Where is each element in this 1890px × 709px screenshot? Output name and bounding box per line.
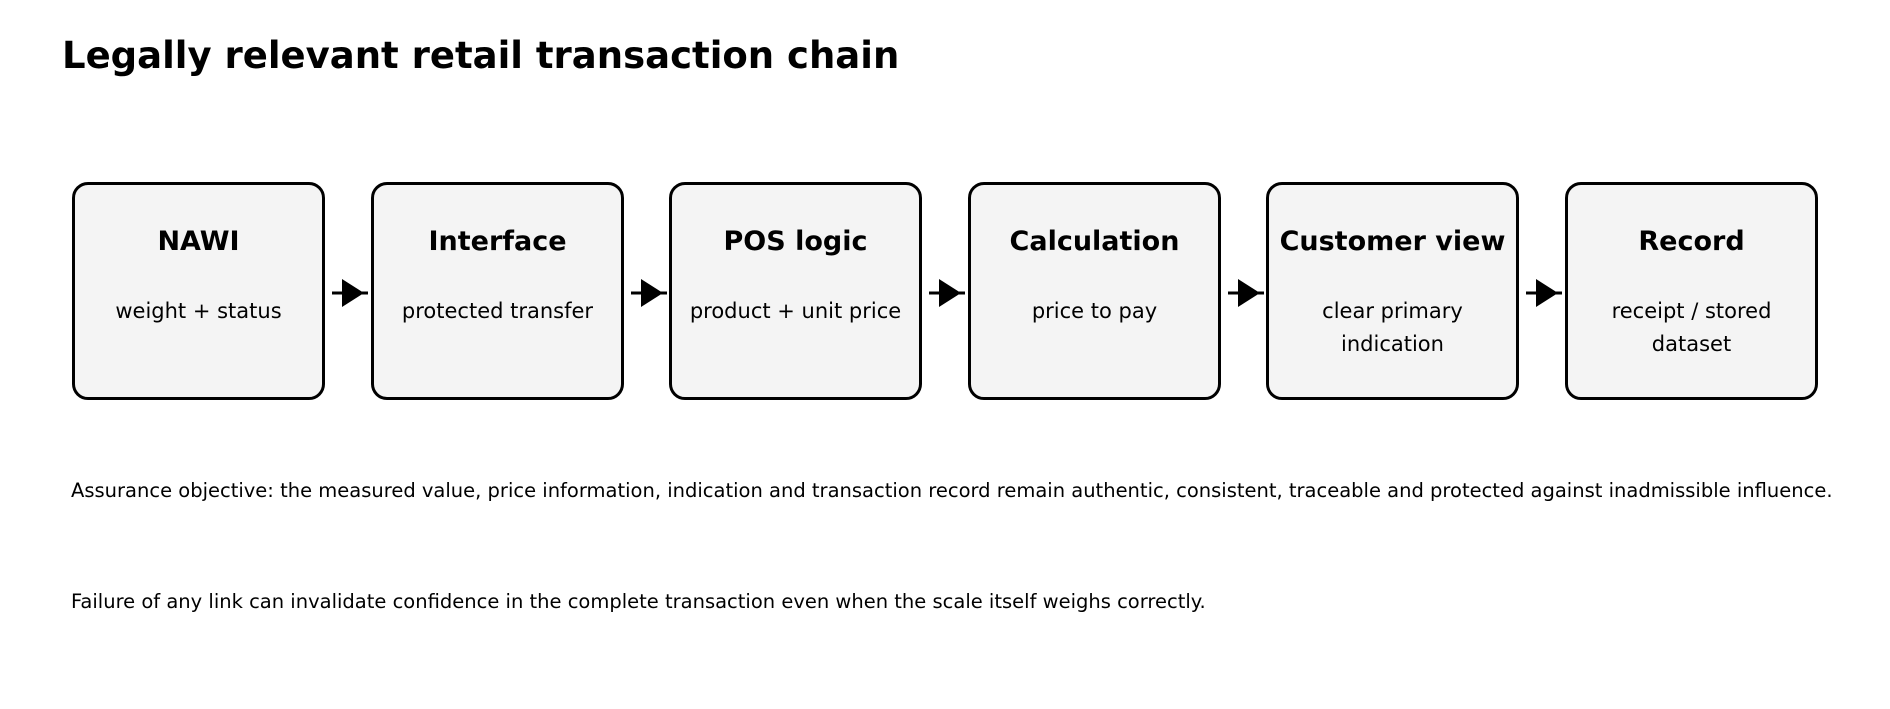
node-description: weight + status [115, 299, 282, 323]
node-calculation: Calculation price to pay [968, 182, 1221, 400]
arrow-right-icon [1228, 279, 1264, 307]
node-title: Interface [428, 226, 567, 257]
node-description: product + unit price [689, 299, 902, 323]
assurance-objective-note: Assurance objective: the measured value,… [71, 479, 1833, 502]
node-customer-view: Customer view clear primary indication [1266, 182, 1519, 400]
node-title: NAWI [157, 226, 240, 257]
node-title: Customer view [1279, 226, 1506, 257]
node-pos-logic: POS logic product + unit price [669, 182, 922, 400]
assurance-note-clip: Assurance objective: the measured value,… [0, 478, 1890, 508]
node-description: clear primary indication [1322, 299, 1463, 356]
node-interface: Interface protected transfer [371, 182, 624, 400]
node-description: receipt / stored dataset [1611, 299, 1772, 356]
diagram-title: Legally relevant retail transaction chai… [62, 34, 900, 77]
node-description: protected transfer [401, 299, 594, 323]
node-title: Calculation [1009, 226, 1180, 257]
transaction-chain: NAWI weight + status Interface protected… [72, 182, 1822, 402]
arrow-right-icon [631, 279, 667, 307]
node-nawi: NAWI weight + status [72, 182, 325, 400]
node-title: Record [1638, 226, 1745, 257]
failure-note-clip: Failure of any link can invalidate confi… [0, 589, 1890, 619]
failure-note: Failure of any link can invalidate confi… [71, 590, 1206, 613]
arrow-right-icon [929, 279, 965, 307]
arrow-right-icon [332, 279, 368, 307]
node-description: price to pay [1031, 299, 1158, 323]
node-record: Record receipt / stored dataset [1565, 182, 1818, 400]
node-title: POS logic [723, 226, 868, 257]
arrow-right-icon [1526, 279, 1562, 307]
